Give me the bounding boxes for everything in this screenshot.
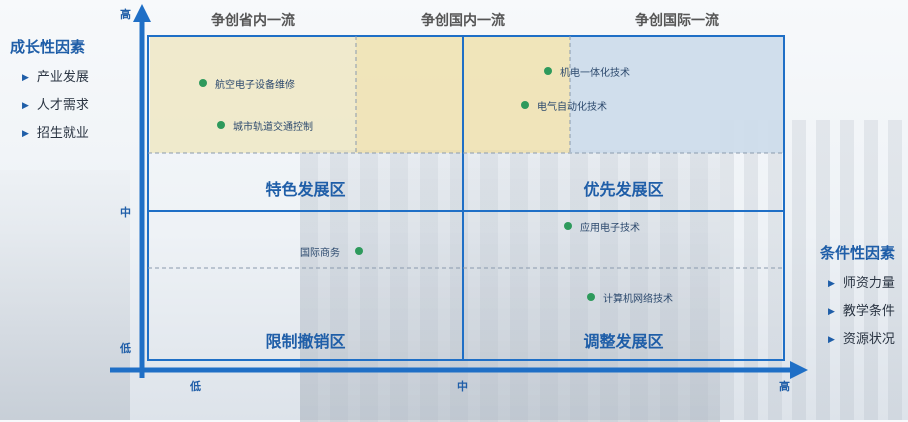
triangle-bullet-icon: ▶	[828, 335, 835, 345]
major-dot	[544, 67, 552, 75]
condition-factors-list: ▶师资力量 ▶教学条件 ▶资源状况	[828, 270, 895, 354]
major-label: 应用电子技术	[580, 223, 640, 234]
condition-factor-item: ▶资源状况	[828, 326, 895, 354]
quadrant-restrict-cancel: 限制撤销区	[265, 332, 346, 351]
y-axis-high-label: 高	[120, 8, 131, 21]
x-axis-high-label: 高	[779, 380, 790, 393]
background-building-left	[0, 170, 130, 420]
major-dot	[564, 222, 572, 230]
growth-factors-title: 成长性因素	[10, 38, 86, 56]
x-axis-mid-label: 中	[457, 380, 468, 393]
major-dot	[587, 293, 595, 301]
column-header-international: 争创国际一流	[635, 13, 719, 29]
condition-factor-item: ▶教学条件	[828, 298, 895, 326]
triangle-bullet-icon: ▶	[828, 279, 835, 289]
background-building	[300, 150, 720, 422]
condition-factors-title: 条件性因素	[820, 244, 896, 262]
y-axis-mid-label: 中	[120, 206, 131, 219]
growth-factor-item: ▶产业发展	[22, 64, 89, 92]
column-header-provincial: 争创省内一流	[211, 13, 295, 29]
major-dot	[217, 121, 225, 129]
major-label: 电气自动化技术	[537, 102, 607, 113]
major-label: 城市轨道交通控制	[233, 122, 313, 133]
major-dot	[355, 247, 363, 255]
column-header-national: 争创国内一流	[421, 13, 505, 29]
quadrant-priority-development: 优先发展区	[583, 180, 664, 199]
growth-factor-item: ▶招生就业	[22, 120, 89, 148]
major-dot	[199, 79, 207, 87]
triangle-bullet-icon: ▶	[22, 73, 29, 83]
quadrant-featured-development: 特色发展区	[265, 180, 346, 199]
major-label: 国际商务	[300, 248, 340, 259]
triangle-bullet-icon: ▶	[22, 129, 29, 139]
zone-provincial	[150, 37, 356, 153]
major-label: 计算机网络技术	[603, 294, 673, 305]
y-axis-low-label: 低	[120, 342, 131, 355]
zone-international	[570, 37, 784, 153]
major-label: 航空电子设备维修	[215, 80, 295, 91]
growth-factors-list: ▶产业发展 ▶人才需求 ▶招生就业	[22, 64, 89, 148]
quadrant-adjust-development: 调整发展区	[583, 332, 664, 351]
x-axis-low-label: 低	[190, 380, 201, 393]
triangle-bullet-icon: ▶	[828, 307, 835, 317]
growth-factor-item: ▶人才需求	[22, 92, 89, 120]
major-dot	[521, 101, 529, 109]
triangle-bullet-icon: ▶	[22, 101, 29, 111]
condition-factor-item: ▶师资力量	[828, 270, 895, 298]
major-label: 机电一体化技术	[560, 68, 630, 79]
